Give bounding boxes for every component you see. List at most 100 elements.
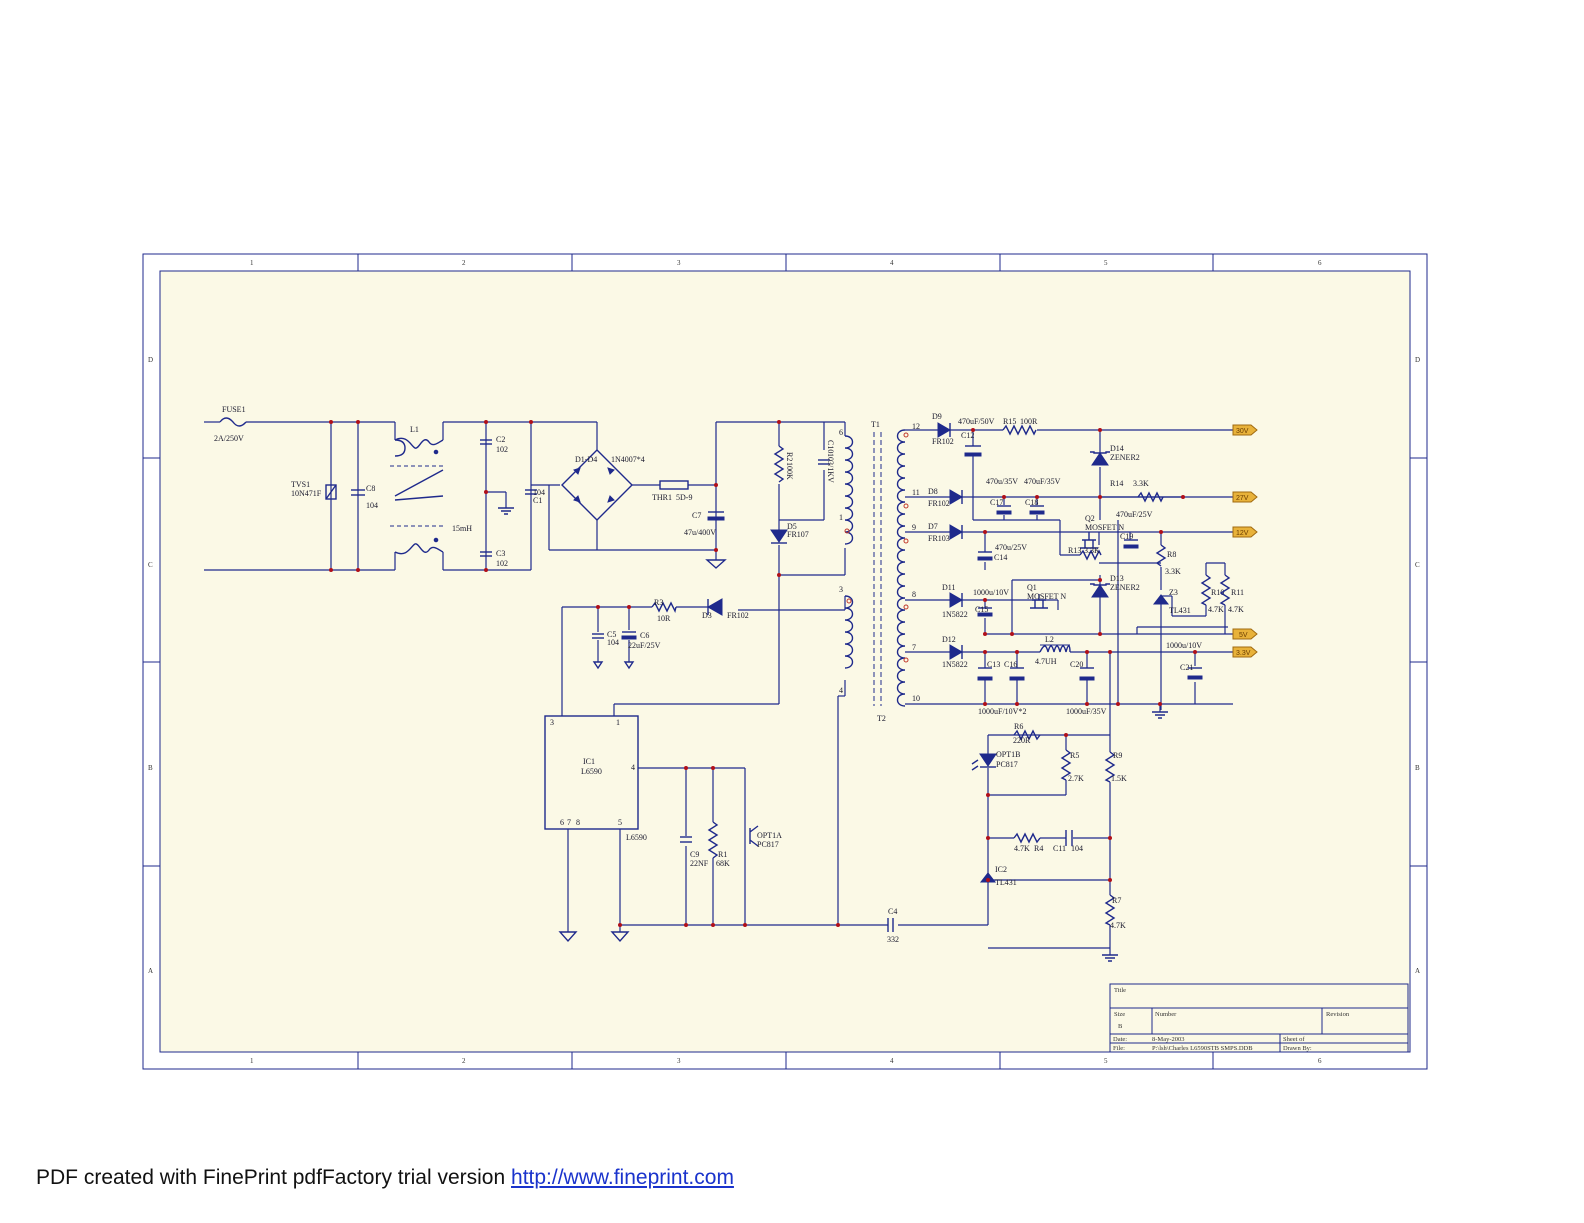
c15-plate-b	[977, 612, 993, 617]
zone-col-2-top: 2	[462, 259, 466, 267]
opt-b-led	[979, 753, 997, 767]
opt-a-ref: OPT1A	[757, 831, 782, 840]
zone-col-5-bottom: 5	[1104, 1057, 1108, 1065]
d8-value: FR102	[928, 499, 950, 508]
port-3v3	[1232, 646, 1258, 658]
tvs-value: 10N471F	[291, 489, 322, 498]
r11-symbol	[1219, 574, 1231, 606]
zone-col-5-top: 5	[1104, 259, 1108, 267]
c9-ref: C9	[690, 850, 699, 859]
ic1-ref: IC1	[583, 757, 595, 766]
bridge-symbol	[561, 449, 633, 521]
r11-ref: R11	[1231, 588, 1244, 597]
ic1-body	[544, 715, 639, 830]
d8-ref: D8	[928, 487, 938, 496]
c5-ref: C5	[607, 630, 616, 639]
r14-symbol	[1137, 491, 1164, 503]
t1-pin-7: 7	[912, 643, 916, 652]
c4-value: 332	[887, 935, 899, 944]
opt-b-light-arrows	[971, 759, 979, 771]
r9-symbol	[1104, 751, 1116, 783]
l1-value: 15mH	[452, 524, 472, 533]
ic1-pin-4: 4	[631, 763, 635, 772]
secondary-wires	[905, 429, 1233, 745]
c21-value: 1000u/10V	[1166, 641, 1202, 650]
c11-value: 104	[1071, 844, 1083, 853]
zone-row-d-right: D	[1415, 356, 1420, 364]
r13-value: 3.3K	[1084, 546, 1100, 555]
footer-link[interactable]: http://www.fineprint.com	[511, 1166, 734, 1189]
d5-value: FR107	[787, 530, 809, 539]
zone-col-3-top: 3	[677, 259, 681, 267]
t1-pin-10: 10	[912, 694, 920, 703]
q2-symbol	[1080, 532, 1098, 549]
c11-ref: C11	[1053, 844, 1066, 853]
c14-plate-b	[977, 556, 993, 561]
d14-symbol	[1091, 452, 1109, 466]
c12-ref: C12	[961, 431, 974, 440]
zone-row-c-right: C	[1415, 561, 1420, 569]
r5-symbol	[1060, 749, 1072, 781]
r1-symbol	[707, 821, 719, 859]
port-27v	[1232, 491, 1258, 503]
t1-pin-8: 8	[912, 590, 916, 599]
c12-value: 470uF/50V	[958, 417, 995, 426]
gnd-icon-c2c3	[498, 507, 514, 515]
c6-value: 22uF/25V	[628, 641, 661, 650]
size-value: B	[1118, 1023, 1123, 1030]
junction-nodes	[329, 420, 1197, 927]
r3-symbol	[651, 601, 677, 614]
c19-ref: C19	[1120, 532, 1133, 541]
c20-plate-b	[1079, 676, 1095, 681]
q2-value: MOSFET N	[1085, 523, 1124, 532]
gnd-icon-c6	[623, 661, 635, 670]
t2-pin-4: 4	[839, 686, 843, 695]
d9-ref: D9	[932, 412, 942, 421]
z3-value: TL431	[1169, 606, 1191, 615]
t1-pin-1: 1	[839, 513, 843, 522]
z3-ref: Z3	[1169, 588, 1178, 597]
c14-value: 470u/25V	[995, 543, 1027, 552]
gnd-icon-feedback	[1102, 954, 1118, 962]
r8-ref: R8	[1167, 550, 1176, 559]
d9-symbol	[937, 422, 951, 438]
size-label: Size	[1114, 1011, 1125, 1018]
l1-dot-top	[433, 449, 439, 455]
gnd-icon-c7	[705, 559, 727, 569]
c18-ref: C18	[1025, 498, 1038, 507]
d3-ref: D3	[702, 611, 712, 620]
thr-symbol	[659, 480, 689, 490]
d7-value: FR103	[928, 534, 950, 543]
bridge-diodes	[573, 467, 615, 503]
r4-symbol	[1013, 832, 1041, 844]
r2-symbol	[773, 445, 785, 483]
r15-symbol	[1002, 424, 1037, 436]
gnd-icon-ic1-a	[558, 931, 578, 943]
c21-plate-b	[1187, 675, 1203, 680]
d11-value: 1N5822	[942, 610, 968, 619]
r13-ref: R13	[1068, 546, 1081, 555]
feedback-wires	[987, 734, 1111, 955]
r10-symbol	[1200, 574, 1212, 606]
c6-ref: C6	[640, 631, 649, 640]
c4-ref: C4	[888, 907, 897, 916]
r5-value: 2.7K	[1068, 774, 1084, 783]
c3-value: 102	[496, 559, 508, 568]
port-27v-label: 27V	[1236, 495, 1249, 502]
zone-dividers	[143, 254, 1427, 1069]
bridge-value: 1N4007*4	[611, 455, 645, 464]
c18-value: 470uF/35V	[1024, 477, 1061, 486]
r15-ref: R15	[1003, 417, 1016, 426]
port-5v	[1232, 628, 1258, 640]
tvs-ref: TVS1	[291, 480, 310, 489]
l1-winding-bottom	[394, 543, 444, 555]
l2-symbol	[1039, 645, 1071, 653]
c2-value: 102	[496, 445, 508, 454]
z3-symbol	[1152, 594, 1170, 605]
c10-value: 103/1KV	[826, 453, 835, 483]
c14-ref: C14	[994, 553, 1007, 562]
input-wires	[204, 421, 845, 571]
ic2-ref: IC2	[995, 865, 1007, 874]
r6-value: 220R	[1013, 736, 1031, 745]
title-label: Title	[1114, 987, 1126, 994]
